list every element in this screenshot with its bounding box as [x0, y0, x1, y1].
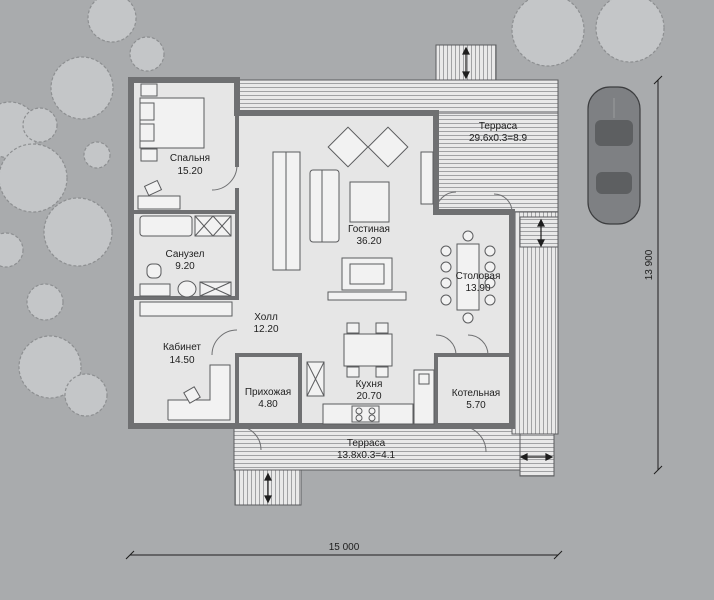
doors — [211, 164, 513, 453]
tree — [26, 283, 64, 321]
room-area-dining: 13.90 — [465, 283, 490, 294]
room-label-office: Кабинет — [163, 341, 201, 353]
tree — [0, 232, 24, 268]
room-label-dining: Столовая — [456, 271, 501, 282]
coffee-table — [349, 181, 390, 223]
room-label-boiler: Котельная — [452, 388, 500, 399]
room-label-bathroom: Санузел — [166, 249, 205, 260]
room-area-living: 36.20 — [356, 236, 381, 247]
room-area-bathroom: 9.20 — [175, 261, 195, 272]
steps-car — [519, 216, 559, 248]
room-area-bedroom: 15.20 — [177, 166, 202, 177]
room-label-hall: Холл — [254, 312, 278, 323]
terrace-top-deck — [236, 79, 559, 114]
room-area-boiler: 5.70 — [466, 400, 486, 411]
furniture — [137, 83, 496, 425]
tree — [511, 0, 585, 67]
room-area-entry: 4.80 — [258, 399, 278, 410]
room-label-terrace-bottom: Терраса — [347, 438, 386, 449]
tree — [0, 143, 68, 213]
step-arrows — [264, 46, 554, 504]
kitchen-table — [343, 333, 393, 367]
tree — [595, 0, 665, 63]
tree — [22, 107, 58, 143]
tree — [18, 335, 82, 399]
dining-table — [456, 243, 480, 311]
room-label-kitchen: Кухня — [356, 379, 383, 390]
room-area-kitchen: 20.70 — [356, 391, 381, 402]
tree — [129, 36, 165, 72]
room-area-hall: 12.20 — [253, 324, 278, 335]
room-area-terrace-top: 29.6x0.3=8.9 — [469, 133, 528, 144]
tree — [64, 373, 108, 417]
room-label-entry: Прихожая — [245, 387, 291, 398]
dimension-lines — [125, 75, 663, 560]
car — [587, 86, 641, 225]
room-label-terrace-top: Терраса — [479, 121, 518, 132]
dimension-height: 13 900 — [644, 249, 655, 280]
terrace-right-strip — [511, 211, 559, 435]
room-area-terrace-bottom: 13.8x0.3=4.1 — [337, 450, 396, 461]
terrace-decks — [233, 44, 559, 506]
room-labels: Спальня 15.20 Санузел 9.20 Кабинет 14.50… — [163, 121, 528, 461]
trees — [0, 0, 665, 417]
bathtub — [139, 215, 193, 237]
tree — [87, 0, 137, 43]
dimension-width: 15 000 — [329, 542, 360, 553]
room-label-living: Гостиная — [348, 224, 390, 235]
room-area-office: 14.50 — [169, 355, 194, 366]
tree — [43, 197, 113, 267]
room-label-bedroom: Спальня — [170, 153, 210, 164]
tree — [50, 56, 114, 120]
sofa — [309, 169, 340, 243]
tree — [83, 141, 111, 169]
